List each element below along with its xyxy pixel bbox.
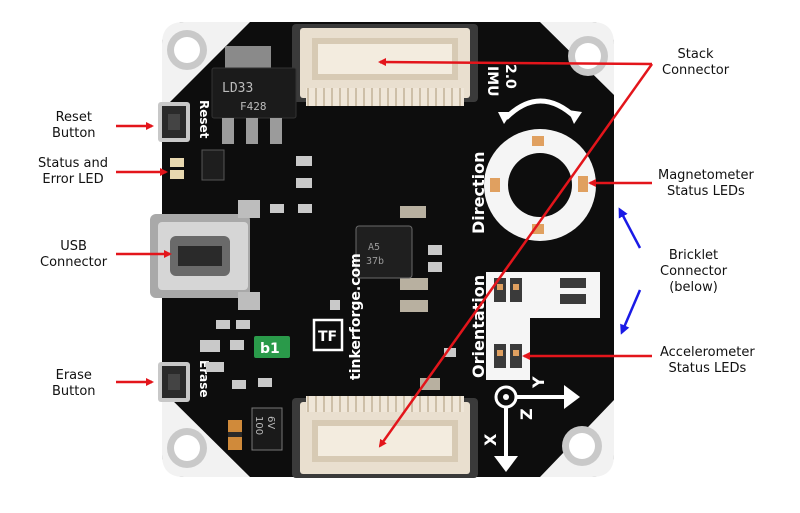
svg-text:A5: A5: [368, 242, 380, 253]
tinkerforge-logo: TF: [312, 318, 344, 352]
svg-text:F428: F428: [240, 100, 267, 113]
imu-chip: A5 37b: [355, 225, 413, 279]
version-silkscreen: 2.0: [502, 64, 518, 89]
direction-silkscreen: Direction: [469, 151, 488, 234]
axis-z-label: Z: [517, 408, 536, 420]
smd-components: [200, 156, 456, 390]
axis-y-label: Y: [529, 376, 548, 389]
svg-text:37b: 37b: [366, 256, 384, 267]
svg-text:6V: 6V: [265, 416, 276, 429]
voltage-regulator: LD33 F428: [211, 46, 297, 144]
reset-button[interactable]: [158, 102, 190, 142]
status-leds: [170, 149, 225, 181]
arrow-stack-bottom: [378, 63, 654, 448]
brand-silkscreen: tinkerforge.com: [348, 253, 364, 380]
axis-x-label: X: [481, 433, 500, 446]
mounting-hole: [562, 426, 602, 466]
callout-arrows: [116, 58, 654, 448]
tantalum-capacitor: 100 6V: [251, 407, 283, 451]
diode: [228, 420, 242, 450]
direction-indicator: [484, 98, 596, 241]
orientation-silkscreen: Orientation: [469, 275, 488, 378]
arrow-stack-top: [378, 58, 653, 67]
imu-silkscreen: IMU: [484, 66, 500, 97]
b1-badge: b1: [254, 336, 290, 358]
svg-text:100: 100: [253, 416, 264, 435]
accelerometer-area: [486, 272, 600, 380]
erase-button[interactable]: [158, 362, 190, 402]
axis-indicator: [494, 385, 580, 472]
svg-text:LD33: LD33: [222, 81, 253, 96]
arrow-bricklet-up: [618, 207, 642, 249]
mounting-hole: [167, 428, 207, 468]
arrow-bricklet-down: [620, 289, 642, 335]
magnetometer-leds: [490, 136, 588, 234]
mounting-hole: [167, 30, 207, 70]
stack-connector-top: [292, 24, 478, 106]
reset-silkscreen: Reset: [197, 100, 211, 139]
usb-connector: [150, 200, 260, 310]
svg-text:b1: b1: [260, 341, 280, 357]
mounting-hole: [568, 36, 608, 76]
svg-text:TF: TF: [318, 329, 337, 345]
